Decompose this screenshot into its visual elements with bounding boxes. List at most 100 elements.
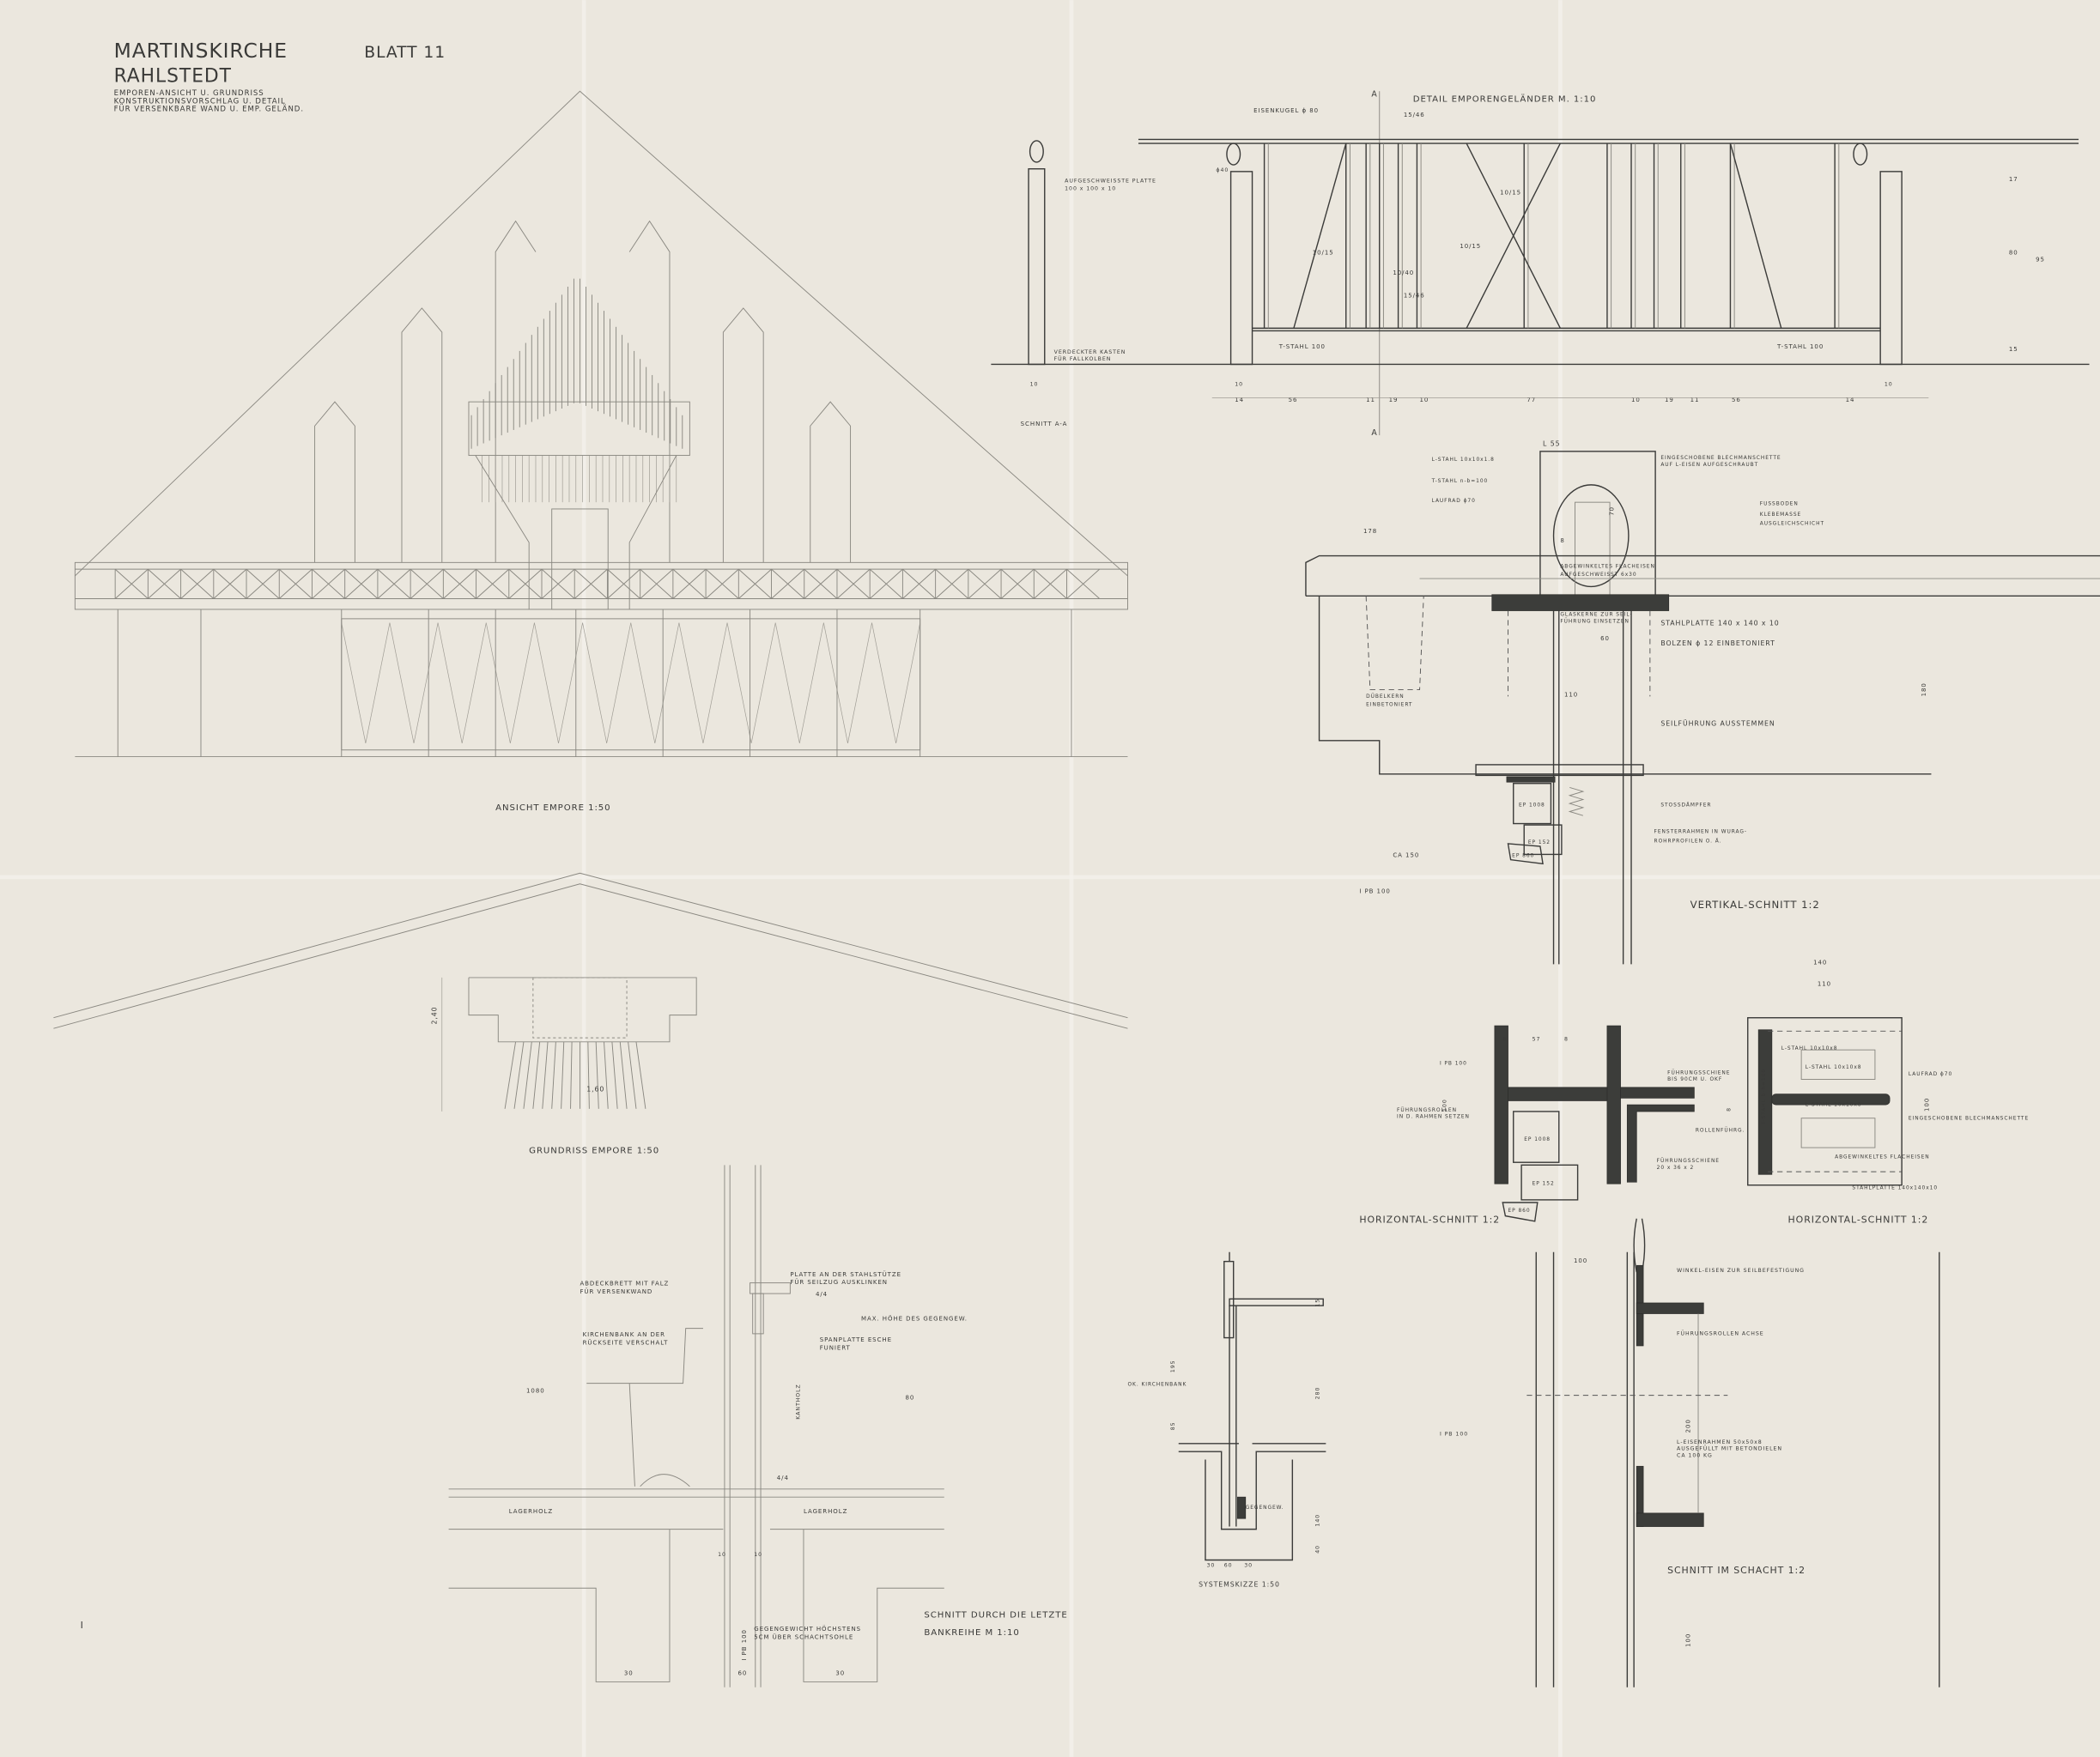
label: FÜHRUNGSSCHIENE	[1667, 1069, 1730, 1075]
dim: 10	[1235, 381, 1243, 387]
label: 110	[1564, 690, 1578, 698]
label: EINBETONIERT	[1366, 702, 1412, 707]
label: 15	[1315, 1299, 1321, 1307]
label: 178	[1363, 527, 1377, 535]
label: FUNIERT	[820, 1344, 851, 1352]
label: ROLLENFÜHRG.	[1696, 1127, 1745, 1133]
label: 110	[1818, 979, 1831, 987]
bench-caption: SCHNITT DURCH DIE LETZTE	[924, 1611, 1067, 1621]
dim: 10	[718, 1552, 726, 1558]
label: GEGENGEWICHT HÖCHSTENS	[754, 1625, 861, 1633]
label: 8	[1726, 1107, 1732, 1112]
label: 195	[1170, 1360, 1176, 1372]
label: OK. KIRCHENBANK	[1127, 1383, 1187, 1388]
railing-detail: DETAIL EMPORENGELÄNDER M. 1:10 A A EISEN…	[991, 89, 2090, 438]
label: BOLZEN ϕ 12 EINBETONIERT	[1660, 639, 1775, 647]
label: L-STAHL 10x10x8	[1781, 1046, 1838, 1051]
label: 10	[1631, 396, 1641, 403]
label: 100	[1684, 1633, 1692, 1647]
plan-caption: GRUNDRISS EMPORE 1:50	[529, 1146, 659, 1155]
label: 14	[1846, 396, 1855, 403]
label: PLATTE AN DER STAHLSTÜTZE	[790, 1270, 901, 1278]
label: FÜHRUNGSROLLEN ACHSE	[1677, 1329, 1764, 1336]
bench-section: ABDECKBRETT MIT FALZ FÜR VERSENKWAND KIR…	[448, 1165, 1067, 1687]
label: CA 150	[1393, 851, 1419, 859]
label: 140	[1315, 1514, 1321, 1527]
label: I PB 100	[1440, 1061, 1467, 1066]
label: AUFGESCHWEISSTE PLATTE	[1065, 178, 1156, 184]
label: CA 100 KG	[1677, 1452, 1713, 1458]
label: 11	[1366, 396, 1375, 403]
label: 10	[1420, 396, 1429, 403]
label: LAGERHOLZ	[804, 1507, 847, 1515]
description-line: FÜR VERSENKBARE WAND U. EMP. GELÄND.	[114, 105, 304, 114]
label: IN D. RAHMEN SETZEN	[1397, 1115, 1470, 1120]
margin-mark: I	[81, 1620, 84, 1631]
elevation-caption: ANSICHT EMPORE 1:50	[495, 803, 610, 813]
label: I PB 100	[740, 1629, 748, 1660]
label: EP 860	[1508, 1209, 1531, 1214]
section-label: SCHNITT A-A	[1021, 420, 1068, 427]
label: EISENKUGEL ϕ 80	[1253, 106, 1319, 114]
label: 56	[1289, 396, 1298, 403]
label: 10/40	[1393, 269, 1414, 276]
plan-dim: 2,40	[431, 1006, 439, 1024]
label: EP 152	[1528, 840, 1551, 845]
dim: 15	[2009, 345, 2018, 353]
label: MAX. HÖHE DES GEGENGEW.	[861, 1314, 968, 1322]
shaft-section: WINKEL-EISEN ZUR SEILBEFESTIGUNG FÜHRUNGS…	[1440, 1218, 1940, 1687]
label: GLASKERNE ZUR SEIL-	[1560, 613, 1632, 618]
dim: 80	[2009, 249, 2018, 257]
plan-view: 2,40 1,60 GRUNDRISS EMPORE 1:50	[53, 872, 1128, 1155]
label: I PB 100	[1440, 1431, 1468, 1437]
dim: L 55	[1543, 440, 1560, 448]
section-mark: A	[1371, 89, 1377, 99]
label: 140	[1813, 958, 1827, 966]
label: GEGENGEW.	[1246, 1506, 1284, 1511]
label: KLEBEMASSE	[1760, 512, 1801, 518]
label: 57	[1533, 1036, 1541, 1042]
label: ABGEWINKELTES FLACHEISEN	[1560, 565, 1655, 570]
label: 85	[1170, 1421, 1176, 1430]
project-location: RAHLSTEDT	[114, 65, 232, 87]
label: KANTHOLZ	[795, 1384, 801, 1419]
label: FÜR VERSENKWAND	[580, 1287, 652, 1295]
label: 280	[1315, 1387, 1321, 1400]
label: L-EISENRAHMEN 50x50x8	[1677, 1439, 1763, 1445]
vertical-section-caption: VERTIKAL-SCHNITT 1:2	[1690, 899, 1820, 911]
label: FÜHRUNGSROLLEN	[1397, 1107, 1457, 1113]
project-title: MARTINSKIRCHE	[114, 39, 288, 63]
label: SEILFÜHRUNG AUSSTEMMEN	[1660, 720, 1775, 728]
label: I PB 100	[1359, 888, 1390, 895]
label: EINGESCHOBENE BLECHMANSCHETTE	[1909, 1116, 2029, 1121]
dim: 60	[738, 1669, 748, 1677]
sheet-number: BLATT 11	[364, 44, 446, 62]
dim: 10	[754, 1552, 762, 1558]
label: 60	[1600, 634, 1610, 642]
label: ABGEWINKELTES FLACHEISEN	[1835, 1155, 1930, 1160]
label: AUSGEFÜLLT MIT BETONDIELEN	[1677, 1445, 1782, 1452]
label: 77	[1526, 396, 1536, 403]
dim: 30	[624, 1669, 634, 1677]
label: 100	[1922, 1098, 1930, 1112]
label: 100	[1574, 1257, 1587, 1264]
label: ROHRPROFILEN O. Ä.	[1654, 838, 1722, 844]
label: EP 1008	[1519, 803, 1545, 808]
label: 10/15	[1460, 242, 1481, 250]
description-line: EMPOREN-ANSICHT U. GRUNDRISS	[114, 89, 264, 98]
label: 40	[1315, 1545, 1321, 1554]
label: 8	[1502, 1036, 1507, 1042]
label: SPANPLATTE ESCHE	[820, 1336, 892, 1343]
label: 8	[1564, 1036, 1569, 1042]
label: STOSSDÄMPFER	[1660, 802, 1711, 808]
label: AUSGLEICHSCHICHT	[1760, 522, 1824, 527]
label: 200	[1684, 1419, 1692, 1433]
horizontal-section-caption: HORIZONTAL-SCHNITT 1:2	[1788, 1214, 1929, 1225]
label: T-STAHL n-b=100	[1431, 479, 1489, 484]
label: WINKEL-EISEN ZUR SEILBEFESTIGUNG	[1677, 1268, 1805, 1274]
label: STAHLPLATTE 140x140x10	[1852, 1185, 1938, 1191]
